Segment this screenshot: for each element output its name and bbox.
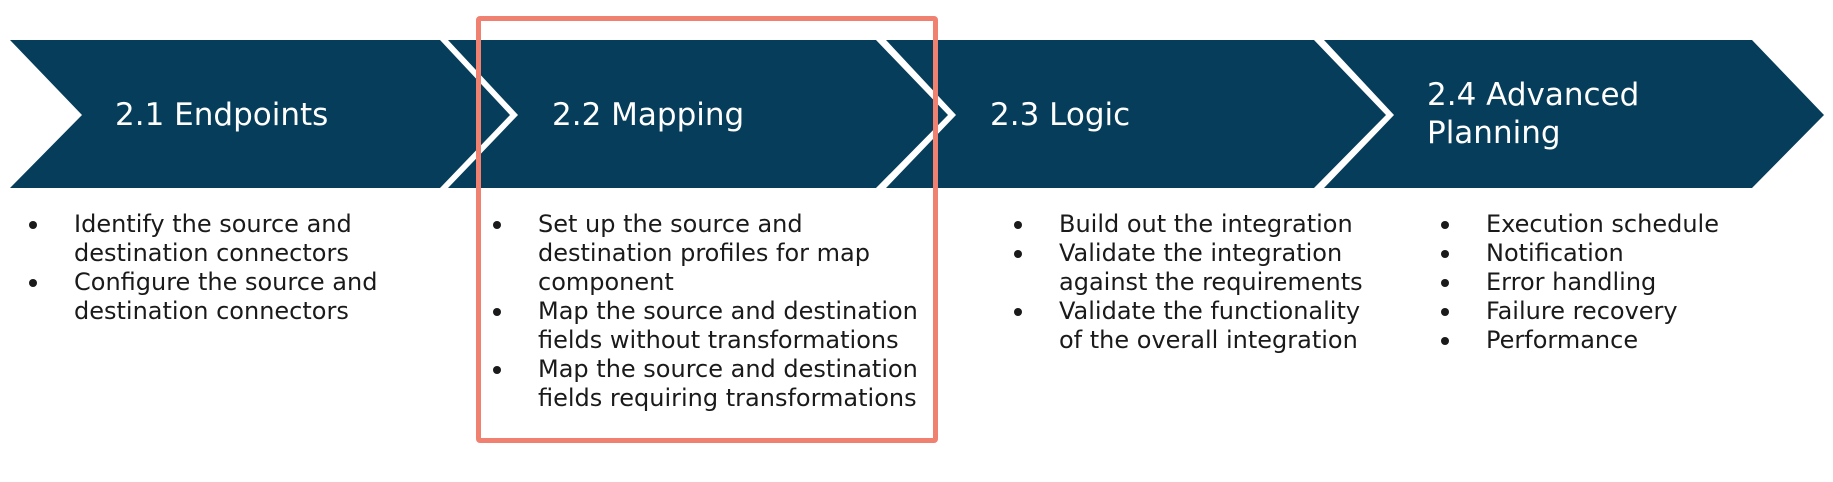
step-title-advanced-planning: 2.4 Advanced Planning <box>1427 77 1640 151</box>
list-item: Configure the source and destination con… <box>22 268 422 326</box>
list-item: Build out the integration <box>1007 210 1387 239</box>
list-item: Set up the source and destination profil… <box>486 210 936 297</box>
list-item: Map the source and destination fields wi… <box>486 297 936 355</box>
step-title-endpoints: 2.1 Endpoints <box>115 97 329 133</box>
list-item: Notification <box>1434 239 1794 268</box>
step-list-mapping: Set up the source and destination profil… <box>486 210 936 413</box>
step-list-logic: Build out the integration Validate the i… <box>1007 210 1387 355</box>
list-item: Failure recovery <box>1434 297 1794 326</box>
step-list-endpoints: Identify the source and destination conn… <box>22 210 422 326</box>
chevron-step-4 <box>1324 40 1824 188</box>
chevron-step-3 <box>886 40 1386 188</box>
list-item: Map the source and destination fields re… <box>486 355 936 413</box>
chevron-step-2 <box>448 40 948 188</box>
list-item: Error handling <box>1434 268 1794 297</box>
chevron-step-1 <box>10 40 510 188</box>
step-list-advanced-planning: Execution schedule Notification Error ha… <box>1434 210 1794 355</box>
step-title-mapping: 2.2 Mapping <box>552 97 745 133</box>
list-item: Validate the integration against the req… <box>1007 239 1387 297</box>
list-item: Execution schedule <box>1434 210 1794 239</box>
highlight-box-mapping <box>476 16 938 443</box>
list-item: Identify the source and destination conn… <box>22 210 422 268</box>
list-item: Performance <box>1434 326 1794 355</box>
list-item: Validate the functionality of the overal… <box>1007 297 1387 355</box>
step-title-logic: 2.3 Logic <box>990 97 1131 133</box>
